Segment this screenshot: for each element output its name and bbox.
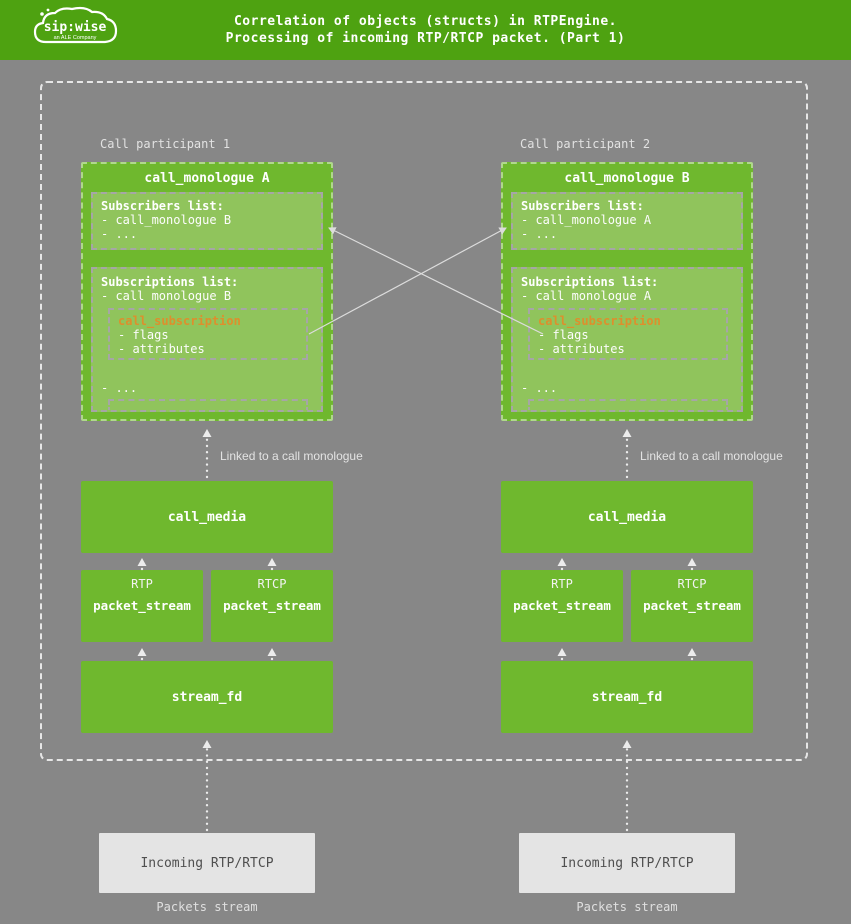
- header-bar: sip:wise an ALE Company Correlation of o…: [0, 0, 851, 60]
- call-subscription-title: call_subscription: [538, 314, 661, 328]
- subscribers-heading: Subscribers list:: [101, 199, 224, 213]
- subscribers-heading: Subscribers list:: [521, 199, 644, 213]
- sipwise-logo: sip:wise an ALE Company: [28, 6, 128, 58]
- subscriptions-heading: Subscriptions list:: [101, 275, 239, 289]
- subscriptions-list-box: Subscriptions list: - call monologue B c…: [91, 267, 323, 412]
- rtcp-label: RTCP: [257, 577, 287, 591]
- sipwise-logo-cloud: sip:wise an ALE Company: [33, 6, 118, 44]
- stream-fd-label: stream_fd: [171, 689, 243, 705]
- call-media-label: call_media: [587, 509, 667, 525]
- incoming-rtp-rtcp-box: Incoming RTP/RTCP: [519, 833, 735, 893]
- packet-stream-label: packet_stream: [513, 598, 611, 613]
- participant-2-column: Call participant 2 call_monologue B Subs…: [501, 0, 783, 924]
- participant-1-column: Call participant 1 call_monologue A Subs…: [81, 0, 363, 924]
- subscribers-list-box: Subscribers list: - call_monologue B - .…: [91, 192, 323, 250]
- stream-fd-box: stream_fd: [81, 661, 333, 733]
- subscription-item: - call monologue A: [521, 289, 652, 303]
- subscription-attr: - attributes: [538, 342, 625, 356]
- subscriptions-list-box: Subscriptions list: - call monologue A c…: [511, 267, 743, 412]
- subscriber-item: - call_monologue B: [101, 213, 232, 227]
- subscriber-item: - ...: [101, 227, 138, 241]
- call-monologue-title: call_monologue A: [144, 171, 270, 186]
- packet-stream-label: packet_stream: [93, 598, 191, 613]
- call-media-box: call_media: [501, 481, 753, 553]
- incoming-rtp-rtcp-box: Incoming RTP/RTCP: [99, 833, 315, 893]
- diagram-boundary: [40, 81, 808, 761]
- packet-stream-rtcp-box: RTCP packet_stream: [631, 570, 753, 642]
- packets-stream-label: Packets stream: [576, 900, 678, 914]
- call-subscription-box: call_subscription - flags - attributes: [528, 308, 728, 360]
- subscription-box-cutoff: [108, 399, 308, 410]
- call-subscription-title: call_subscription: [118, 314, 241, 328]
- rtcp-label: RTCP: [677, 577, 707, 591]
- linked-monologue-label: Linked to a call monologue: [220, 449, 363, 463]
- subscriber-item: - call_monologue A: [521, 213, 652, 227]
- call-subscription-box: call_subscription - flags - attributes: [108, 308, 308, 360]
- call-monologue-box: call_monologue A Subscribers list: - cal…: [81, 162, 333, 421]
- packets-stream-label: Packets stream: [156, 900, 258, 914]
- call-media-box: call_media: [81, 481, 333, 553]
- call-monologue-title: call_monologue B: [564, 171, 690, 186]
- subscriber-item: - ...: [521, 227, 558, 241]
- linked-monologue-label: Linked to a call monologue: [640, 449, 783, 463]
- subscription-attr: - attributes: [118, 342, 205, 356]
- participant-label: Call participant 1: [100, 137, 231, 151]
- subscriptions-more: - ...: [101, 381, 138, 395]
- logo-brand-text: sip:wise: [44, 20, 107, 35]
- subscriptions-more: - ...: [521, 381, 558, 395]
- subscribers-list-box: Subscribers list: - call_monologue A - .…: [511, 192, 743, 250]
- subscription-attr: - flags: [538, 328, 589, 342]
- packet-stream-label: packet_stream: [223, 598, 321, 613]
- subscription-attr: - flags: [118, 328, 169, 342]
- rtp-label: RTP: [551, 577, 573, 591]
- rtp-label: RTP: [131, 577, 153, 591]
- participant-label: Call participant 2: [520, 137, 651, 151]
- packet-stream-rtp-box: RTP packet_stream: [81, 570, 203, 642]
- subscriptions-heading: Subscriptions list:: [521, 275, 659, 289]
- subscription-item: - call monologue B: [101, 289, 232, 303]
- stream-fd-label: stream_fd: [591, 689, 663, 705]
- diagram-title-line1: Correlation of objects (structs) in RTPE…: [233, 14, 618, 29]
- diagram-title: Correlation of objects (structs) in RTPE…: [0, 0, 851, 60]
- stream-fd-box: stream_fd: [501, 661, 753, 733]
- diagram-title-line2: Processing of incoming RTP/RTCP packet. …: [225, 31, 626, 46]
- packet-stream-rtp-box: RTP packet_stream: [501, 570, 623, 642]
- call-monologue-box: call_monologue B Subscribers list: - cal…: [501, 162, 753, 421]
- subscription-box-cutoff: [528, 399, 728, 410]
- incoming-label: Incoming RTP/RTCP: [140, 855, 274, 871]
- logo-tagline-text: an ALE Company: [54, 35, 97, 41]
- packet-stream-rtcp-box: RTCP packet_stream: [211, 570, 333, 642]
- call-media-label: call_media: [167, 509, 247, 525]
- incoming-label: Incoming RTP/RTCP: [560, 855, 694, 871]
- packet-stream-label: packet_stream: [643, 598, 741, 613]
